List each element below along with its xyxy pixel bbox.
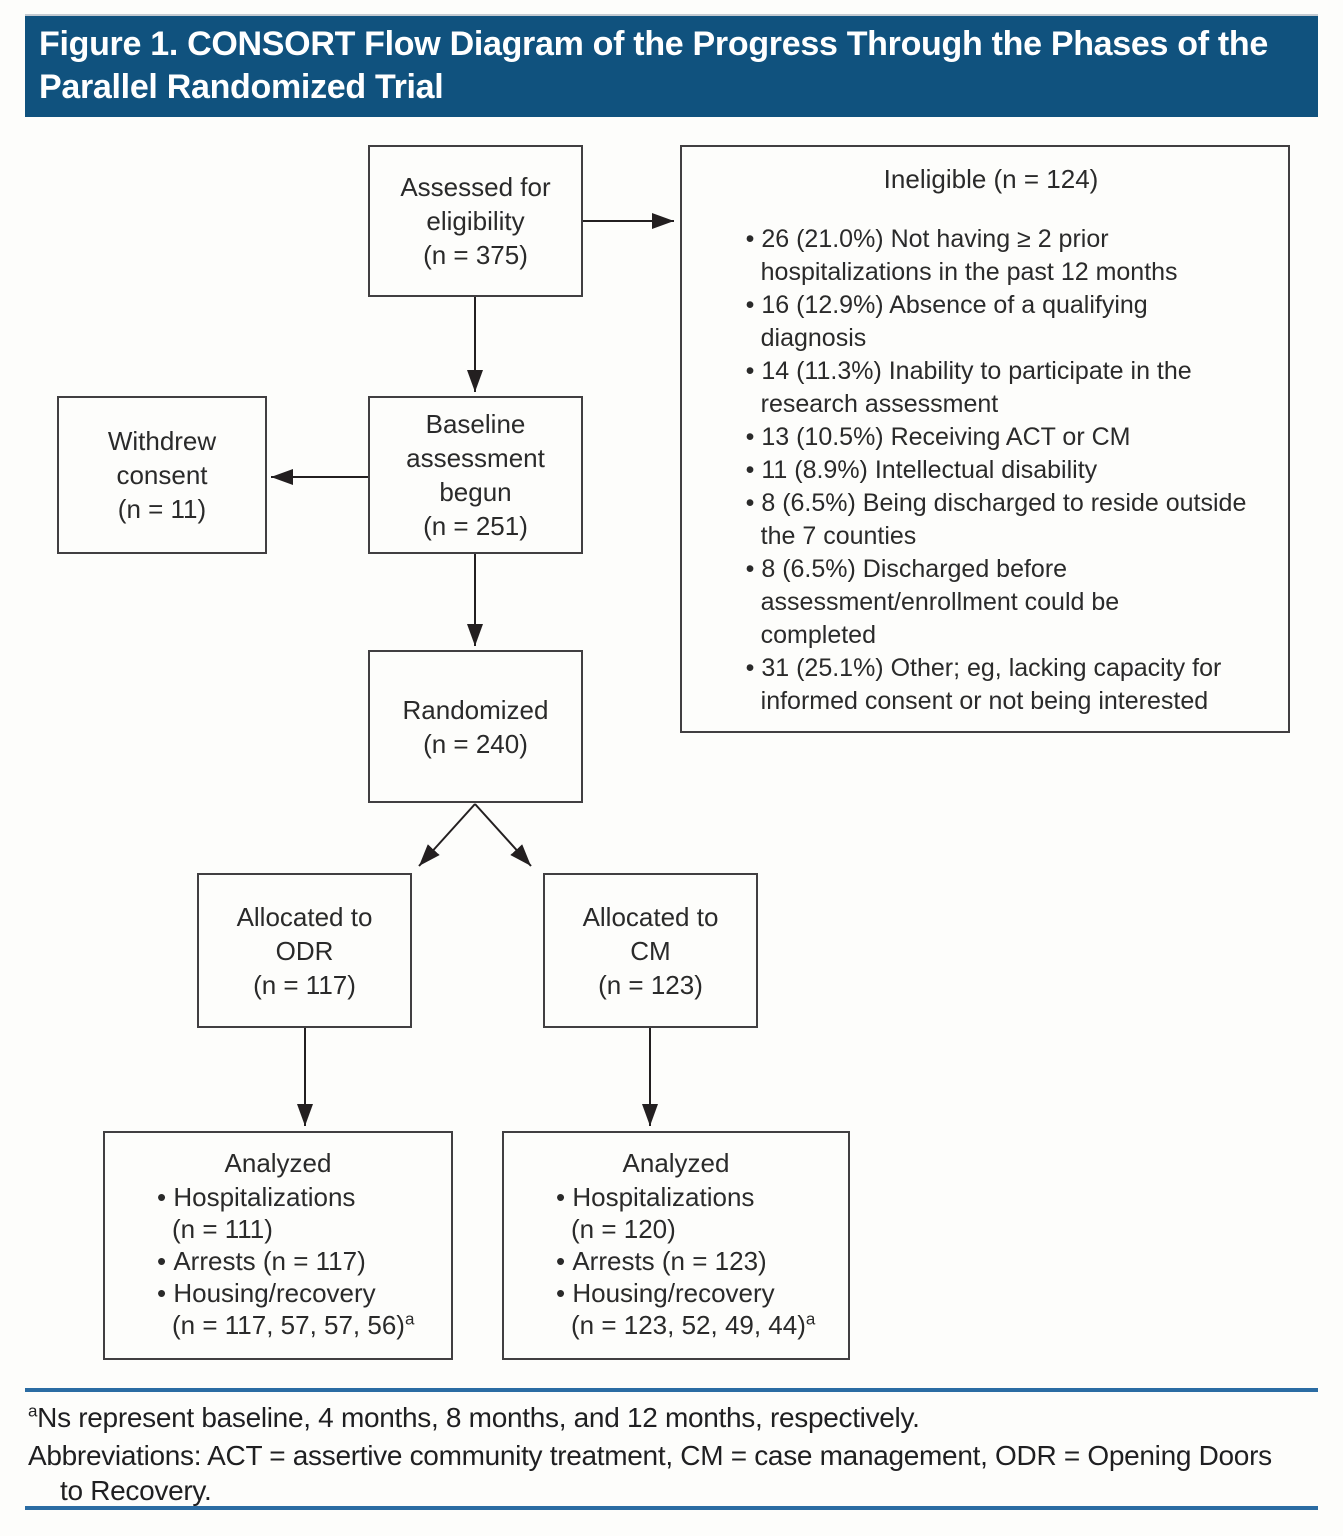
box-withdrew-text: Withdrew consent (n = 11) — [107, 426, 217, 524]
box-baseline-text: Baseline assessment begun (n = 251) — [406, 409, 545, 541]
box-withdrew-consent: Withdrew consent (n = 11) — [57, 396, 267, 554]
box-randomized: Randomized (n = 240) — [368, 650, 583, 803]
footnote-a-marker: a — [28, 1401, 38, 1421]
ineligible-reason: 13 (10.5%) Receiving ACT or CM — [736, 421, 1247, 454]
box-assessed-for-eligibility: Assessed for eligibility (n = 375) — [368, 145, 583, 297]
box-randomized-text: Randomized (n = 240) — [402, 694, 549, 759]
analyzed-cm-item: Hospitalizations (n = 120) — [546, 1181, 840, 1245]
analyzed-cm-title: Analyzed — [622, 1148, 730, 1178]
analyzed-odr-item: Arrests (n = 117) — [147, 1245, 443, 1277]
arrow-randomized-to-odr — [418, 803, 476, 867]
ineligible-reason: 14 (11.3%) Inability to participate in t… — [736, 355, 1247, 421]
analyzed-cm-item: Housing/recovery (n = 123, 52, 49, 44)a — [546, 1277, 840, 1341]
footnote-a-marker: a — [404, 1309, 415, 1329]
footer-rule-top — [25, 1388, 1318, 1392]
footnote-a-marker: a — [805, 1309, 816, 1329]
footer-rule-bottom — [25, 1506, 1318, 1510]
ineligible-reason: 8 (6.5%) Discharged before assessment/en… — [736, 553, 1247, 652]
ineligible-reason: 11 (8.9%) Intellectual disability — [736, 454, 1247, 487]
analyzed-odr-list: Hospitalizations (n = 111) Arrests (n = … — [105, 1181, 451, 1341]
analyzed-odr-item: Hospitalizations (n = 111) — [147, 1181, 443, 1245]
box-assessed-text: Assessed for eligibility (n = 375) — [400, 172, 551, 270]
analyzed-cm-list: Hospitalizations (n = 120) Arrests (n = … — [504, 1181, 848, 1341]
footnote-abbreviations: Abbreviations: ACT = assertive community… — [28, 1440, 1272, 1506]
footnote-a-text: Ns represent baseline, 4 months, 8 month… — [37, 1402, 920, 1433]
ineligible-reason: 31 (25.1%) Other; eg, lacking capacity f… — [736, 652, 1247, 718]
box-baseline-assessment: Baseline assessment begun (n = 251) — [368, 396, 583, 554]
footnote-a: aNs represent baseline, 4 months, 8 mont… — [28, 1400, 1328, 1436]
figure-title: Figure 1. CONSORT Flow Diagram of the Pr… — [25, 14, 1318, 117]
arrow-randomized-to-cm — [474, 803, 532, 867]
ineligible-reason: 26 (21.0%) Not having ≥ 2 prior hospital… — [736, 223, 1247, 289]
box-analyzed-odr: Analyzed Hospitalizations (n = 111) Arre… — [103, 1131, 453, 1360]
box-allocated-cm-text: Allocated to CM (n = 123) — [582, 901, 719, 1000]
analyzed-odr-item: Housing/recovery (n = 117, 57, 57, 56)a — [147, 1277, 443, 1341]
analyzed-odr-title: Analyzed — [224, 1148, 332, 1178]
box-allocated-odr-text: Allocated to ODR (n = 117) — [236, 901, 373, 1000]
analyzed-cm-item: Arrests (n = 123) — [546, 1245, 840, 1277]
box-analyzed-cm: Analyzed Hospitalizations (n = 120) Arre… — [502, 1131, 850, 1360]
ineligible-reason-list: 26 (21.0%) Not having ≥ 2 prior hospital… — [736, 223, 1247, 718]
ineligible-reason: 8 (6.5%) Being discharged to reside outs… — [736, 487, 1247, 553]
box-allocated-cm: Allocated to CM (n = 123) — [543, 873, 758, 1028]
ineligible-title: Ineligible (n = 124) — [883, 164, 1099, 194]
box-ineligible: Ineligible (n = 124) 26 (21.0%) Not havi… — [680, 145, 1290, 733]
ineligible-reason: 16 (12.9%) Absence of a qualifying diagn… — [736, 289, 1247, 355]
box-allocated-odr: Allocated to ODR (n = 117) — [197, 873, 412, 1028]
